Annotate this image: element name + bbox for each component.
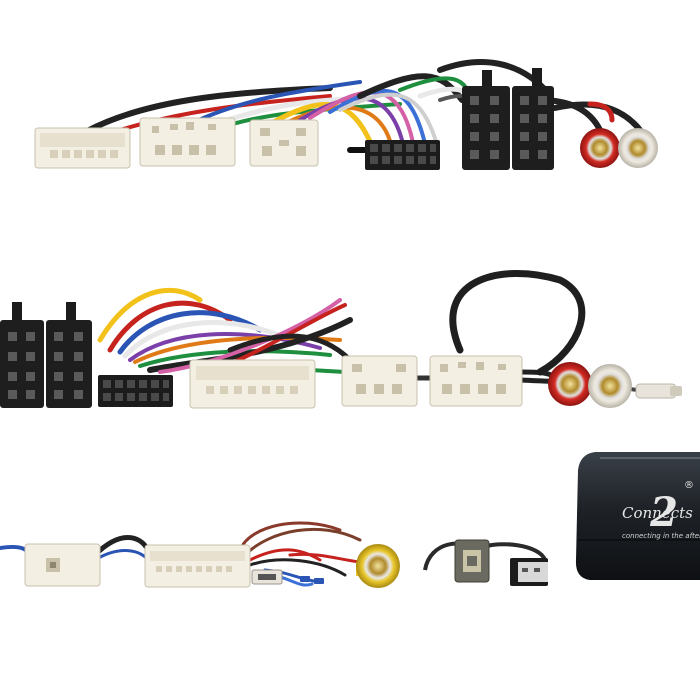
iso-connector-middle bbox=[0, 302, 92, 408]
rca-yellow-plug bbox=[356, 544, 400, 588]
usb-adapter bbox=[423, 539, 548, 586]
logo-registered-mark: ® bbox=[684, 480, 694, 491]
camera-harness bbox=[144, 521, 362, 588]
white-connector-2 bbox=[139, 117, 236, 167]
rca-white-plug-middle bbox=[588, 364, 632, 408]
logo-tagline: connecting in the aftermarket bbox=[622, 532, 700, 540]
iso-connector-top bbox=[462, 68, 554, 170]
rca-red-plug-middle bbox=[548, 362, 592, 406]
connects2-logo: 2 Connects ® connecting in the aftermark… bbox=[622, 480, 700, 540]
white-connector-3 bbox=[249, 119, 319, 167]
harness-middle bbox=[0, 270, 682, 409]
rca-white-plug-top bbox=[618, 128, 658, 168]
spade-terminals bbox=[300, 576, 324, 584]
logo-numeral: 2 bbox=[649, 489, 678, 536]
white-connector-6 bbox=[429, 355, 523, 407]
black-pin-connector-middle bbox=[98, 375, 173, 407]
rca-red-plug-top bbox=[580, 128, 620, 168]
white-connector-1 bbox=[34, 127, 131, 169]
logo-brand-text: Connects bbox=[622, 504, 693, 522]
aerial-adapter bbox=[0, 535, 151, 587]
white-connector-4 bbox=[189, 359, 316, 409]
black-pin-connector-top bbox=[365, 140, 440, 170]
interface-module bbox=[575, 452, 700, 580]
white-connector-5 bbox=[341, 355, 418, 407]
aerial-plug-middle bbox=[635, 383, 682, 399]
harness-top bbox=[34, 59, 658, 170]
